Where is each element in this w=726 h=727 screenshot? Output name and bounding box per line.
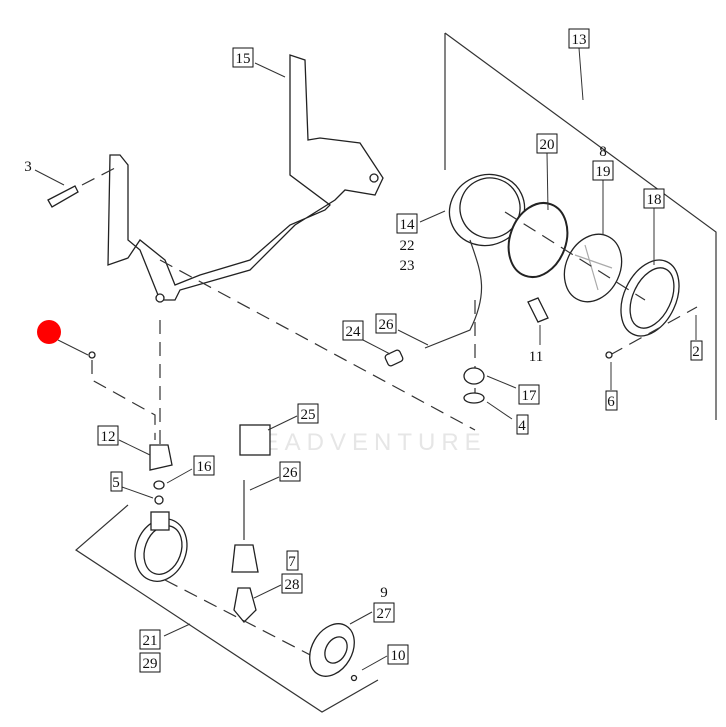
callout-15[interactable]: 15 — [232, 47, 254, 68]
callout-27[interactable]: 27 — [373, 602, 395, 623]
headlamp-housing — [424, 173, 526, 349]
lower-lamp-parts — [88, 320, 358, 682]
svg-text:29[interactable]: 29 — [143, 656, 158, 672]
svg-text:26[interactable]: 26 — [283, 465, 299, 481]
bulb-11 — [527, 297, 549, 345]
callout-13[interactable]: 13 — [568, 28, 590, 49]
svg-text:15[interactable]: 15 — [236, 51, 251, 67]
svg-text:7[interactable]: 7 — [288, 554, 296, 570]
svg-text:19[interactable]: 19 — [596, 164, 611, 180]
callout-18[interactable]: 18 — [643, 188, 665, 209]
red-marker[interactable] — [37, 320, 61, 344]
svg-text:25[interactable]: 25 — [301, 407, 316, 423]
svg-text:26[interactable]: 26 — [379, 317, 395, 333]
svg-text:24[interactable]: 24 — [346, 324, 362, 340]
svg-text:6[interactable]: 6 — [607, 394, 615, 410]
svg-text:13[interactable]: 13 — [572, 32, 587, 48]
callout-20[interactable]: 20 — [536, 133, 558, 154]
svg-text:16[interactable]: 16 — [197, 459, 213, 475]
svg-text:27[interactable]: 27 — [377, 606, 393, 622]
callout-26-upper[interactable]: 26 — [375, 313, 397, 334]
svg-text:2[interactable]: 2 — [692, 344, 700, 360]
connector-24 — [384, 349, 404, 367]
callout-14[interactable]: 14 — [396, 213, 418, 234]
callout-12[interactable]: 12 — [97, 425, 119, 446]
trim-ring — [620, 259, 680, 337]
lens-unit — [563, 233, 623, 303]
callout-6[interactable]: 6 — [605, 390, 618, 411]
leader-lines — [34, 62, 697, 671]
callout-11[interactable]: 11 — [529, 349, 543, 365]
callouts: 13 15 3 20 8 19 18 14 22 23 26 24 11 2 1… — [24, 28, 703, 673]
callout-29[interactable]: 29 — [139, 652, 161, 673]
callout-26-lower[interactable]: 26 — [279, 461, 301, 482]
bolt-3 — [47, 167, 116, 208]
callout-5[interactable]: 5 — [110, 471, 123, 492]
callout-2[interactable]: 2 — [690, 340, 703, 361]
callout-7[interactable]: 7 — [286, 550, 299, 571]
svg-text:4[interactable]: 4 — [518, 418, 526, 434]
svg-text:12[interactable]: 12 — [101, 429, 116, 445]
callout-10[interactable]: 10 — [387, 644, 409, 665]
svg-text:21[interactable]: 21 — [143, 633, 158, 649]
bracket-lines — [75, 32, 717, 713]
svg-text:10[interactable]: 10 — [391, 648, 406, 664]
svg-text:5[interactable]: 5 — [112, 475, 120, 491]
svg-text:18[interactable]: 18 — [647, 192, 662, 208]
mounting-bracket — [107, 54, 384, 303]
svg-text:17[interactable]: 17 — [522, 388, 538, 404]
callout-23[interactable]: 23 — [400, 258, 415, 274]
svg-text:28[interactable]: 28 — [285, 577, 300, 593]
callout-17[interactable]: 17 — [518, 384, 540, 405]
grommet-17-washer-4 — [463, 300, 613, 410]
callout-8[interactable]: 8 — [599, 144, 607, 160]
callout-28[interactable]: 28 — [281, 573, 303, 594]
callout-22[interactable]: 22 — [400, 238, 415, 254]
watermark: LEADVENTURE — [243, 429, 486, 456]
callout-9[interactable]: 9 — [380, 585, 388, 601]
callout-21[interactable]: 21 — [139, 629, 161, 650]
callout-16[interactable]: 16 — [193, 455, 215, 476]
callout-4[interactable]: 4 — [516, 414, 529, 435]
svg-text:20[interactable]: 20 — [540, 137, 555, 153]
callout-19[interactable]: 19 — [592, 160, 614, 181]
callout-24[interactable]: 24 — [342, 320, 364, 341]
callout-25[interactable]: 25 — [297, 403, 319, 424]
callout-3[interactable]: 3 — [24, 159, 32, 175]
svg-text:14[interactable]: 14 — [400, 217, 416, 233]
